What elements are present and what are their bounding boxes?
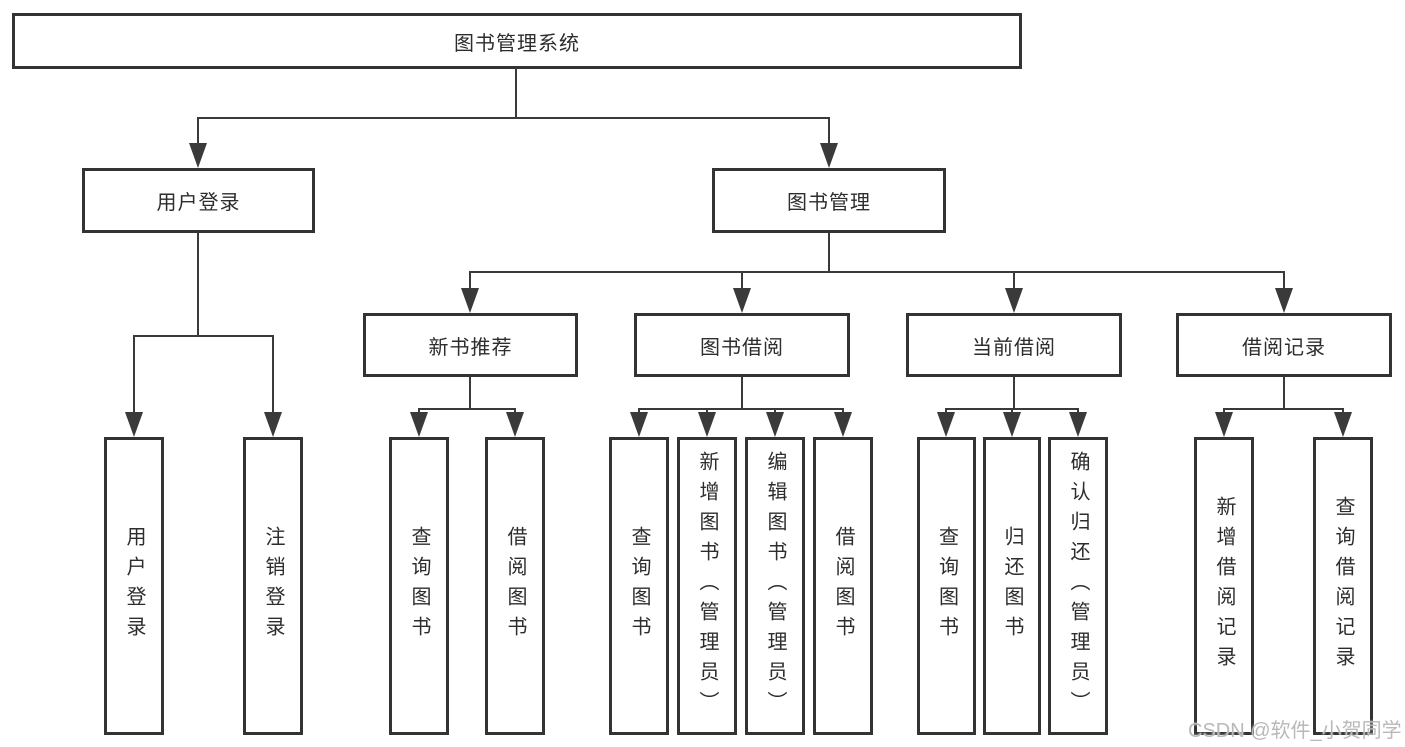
arrowhead-down [125,412,143,437]
arrowhead-down [189,143,207,168]
leaf-add-borrow-record-label: 新增借阅记录 [1213,496,1235,676]
connector-line [1342,408,1344,414]
connector-line [469,377,471,409]
leaf-confirm-return-admin: 确认归还（管理员） [1048,437,1108,735]
arrowhead-down [461,288,479,313]
node-current-borrowing-label: 当前借阅 [972,336,1056,359]
arrowhead-down [1069,412,1087,437]
leaf-return-books-label: 归还图书 [1001,526,1023,646]
connector-line [774,408,776,414]
arrowhead-down [630,412,648,437]
node-root-label: 图书管理系统 [454,32,580,55]
node-borrowing-records-label: 借阅记录 [1242,336,1326,359]
arrowhead-down [506,412,524,437]
leaf-confirm-return-admin-label: 确认归还（管理员） [1067,451,1089,721]
arrowhead-down [733,288,751,313]
leaf-user-login-label: 用户登录 [123,526,145,646]
leaf-add-borrow-record: 新增借阅记录 [1194,437,1254,735]
arrowhead-down [1334,412,1352,437]
arrowhead-down [1005,288,1023,313]
leaf-query-books-label: 查询图书 [408,526,430,646]
leaf-edit-books-admin: 编辑图书（管理员） [745,437,805,735]
arrowhead-down [264,412,282,437]
connector-line [133,335,135,413]
leaf-query-books: 查询图书 [609,437,669,735]
connector-line [1283,377,1285,409]
arrowhead-down [698,412,716,437]
connector-line [741,377,743,409]
connector-line [133,335,274,337]
leaf-borrow-books-label: 借阅图书 [504,526,526,646]
leaf-edit-books-admin-label: 编辑图书（管理员） [764,451,786,721]
connector-line [418,408,516,410]
leaf-logout-label: 注销登录 [262,526,284,646]
connector-line [828,117,830,145]
connector-line [945,408,947,414]
leaf-borrow-books: 借阅图书 [813,437,873,735]
leaf-add-books-admin: 新增图书（管理员） [677,437,737,735]
leaf-logout: 注销登录 [243,437,303,735]
connector-line [515,68,517,118]
arrowhead-down [834,412,852,437]
arrowhead-down [1275,288,1293,313]
leaf-query-borrow-record: 查询借阅记录 [1313,437,1373,735]
node-book-borrowing-label: 图书借阅 [700,336,784,359]
connector-line [197,117,830,119]
node-root: 图书管理系统 [12,13,1022,69]
leaf-query-borrow-record-label: 查询借阅记录 [1332,496,1354,676]
node-book-management: 图书管理 [712,168,946,233]
connector-line [1223,408,1225,414]
connector-line [197,233,199,336]
connector-line [1283,271,1285,290]
csdn-watermark: CSDN @软件_小贺同学 [1188,720,1402,742]
node-new-book-recommend: 新书推荐 [363,313,578,377]
connector-line [1223,408,1344,410]
connector-line [1077,408,1079,414]
connector-line [638,408,844,410]
leaf-query-books-label: 查询图书 [935,526,958,646]
connector-line [197,117,199,145]
connector-line [418,408,420,414]
leaf-query-books: 查询图书 [917,437,976,735]
arrowhead-down [1215,412,1233,437]
connector-line [272,335,274,413]
leaf-return-books: 归还图书 [983,437,1041,735]
leaf-add-books-admin-label: 新增图书（管理员） [696,451,718,721]
leaf-query-books: 查询图书 [389,437,449,735]
arrowhead-down [766,412,784,437]
connector-line [1011,408,1013,414]
node-book-borrowing: 图书借阅 [634,313,850,377]
arrowhead-down [410,412,428,437]
arrowhead-down [1003,412,1021,437]
leaf-user-login: 用户登录 [104,437,164,735]
connector-line [741,271,743,290]
connector-line [514,408,516,414]
node-user-login: 用户登录 [82,168,315,233]
connector-line [706,408,708,414]
leaf-borrow-books-label: 借阅图书 [832,526,854,646]
connector-line [469,271,471,290]
connector-line [1013,271,1015,290]
arrowhead-down [937,412,955,437]
connector-line [828,233,830,272]
leaf-query-books-label: 查询图书 [628,526,650,646]
node-new-book-recommend-label: 新书推荐 [428,336,513,359]
arrowhead-down [820,143,838,168]
connector-line [842,408,844,414]
node-user-login-label: 用户登录 [156,192,241,214]
node-current-borrowing: 当前借阅 [906,313,1122,377]
connector-line [469,271,1285,273]
connector-line [1013,377,1015,409]
connector-line [638,408,640,414]
node-book-management-label: 图书管理 [787,192,871,214]
leaf-borrow-books: 借阅图书 [485,437,545,735]
node-borrowing-records: 借阅记录 [1176,313,1392,377]
